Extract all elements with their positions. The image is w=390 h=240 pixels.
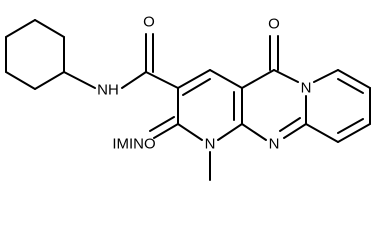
bond bbox=[5, 71, 36, 90]
pyrimidine-nitrogen-label: N bbox=[269, 136, 280, 153]
bond bbox=[337, 118, 364, 134]
bond bbox=[279, 117, 301, 132]
bond bbox=[241, 123, 267, 141]
bond bbox=[153, 123, 179, 139]
bond bbox=[337, 78, 364, 94]
bond bbox=[34, 71, 65, 90]
structure-drawing: NH O O N N N IMINO bbox=[5, 14, 371, 181]
ketone-oxygen-label: O bbox=[268, 16, 280, 33]
bond bbox=[121, 71, 147, 89]
bond bbox=[241, 69, 275, 89]
bond bbox=[217, 123, 243, 141]
carbonyl-oxygen-label: O bbox=[143, 14, 155, 31]
bond bbox=[283, 123, 307, 139]
bond bbox=[209, 69, 243, 89]
bond bbox=[182, 78, 211, 96]
bond bbox=[305, 123, 339, 143]
bond bbox=[273, 69, 299, 83]
bond bbox=[145, 71, 179, 89]
pyridinium-ring bbox=[305, 69, 371, 143]
bond bbox=[149, 116, 175, 132]
bond bbox=[177, 123, 203, 141]
amide-nitrogen-label: NH bbox=[97, 82, 119, 99]
bond bbox=[5, 19, 36, 38]
imine-label: IMINO bbox=[112, 136, 155, 153]
pyrimidine-ring bbox=[241, 35, 307, 141]
bond bbox=[313, 69, 339, 83]
ring-nitrogen-methyl-label: N bbox=[205, 136, 216, 153]
molecule-canvas: NH O O N N N IMINO bbox=[5, 14, 371, 181]
pyridine-ring bbox=[177, 69, 243, 141]
bridgehead-nitrogen-label: N bbox=[301, 80, 312, 97]
bond bbox=[337, 69, 371, 89]
bond bbox=[63, 71, 96, 89]
bond bbox=[337, 123, 371, 143]
cyclohexyl-ring bbox=[5, 19, 65, 90]
bond bbox=[177, 69, 211, 89]
bond bbox=[34, 19, 65, 38]
